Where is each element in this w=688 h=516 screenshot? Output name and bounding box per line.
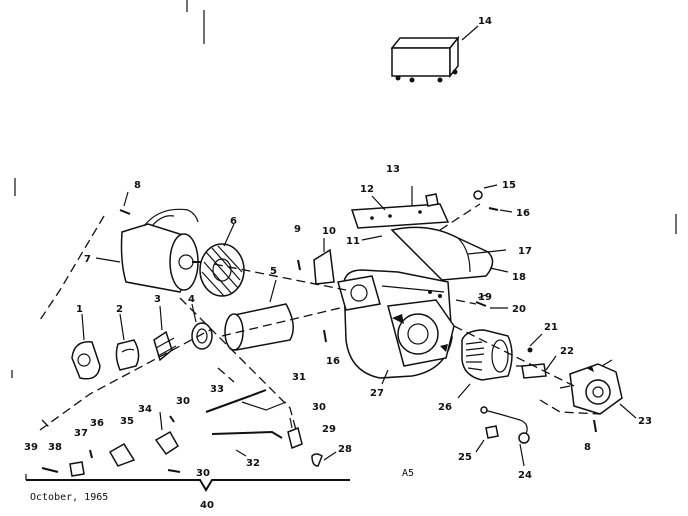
callout-c19: 19 [478, 292, 492, 303]
callout-c32: 32 [246, 458, 260, 469]
callout-c20: 20 [512, 304, 526, 315]
callout-c39: 39 [24, 442, 38, 453]
part-2-sleeve [115, 313, 140, 371]
callout-c13: 13 [386, 164, 400, 175]
scan-edge-mark [11, 0, 677, 378]
callout-c2: 2 [116, 304, 123, 315]
part-12-mounting-plate [350, 186, 450, 241]
footer-date: October, 1965 [30, 492, 108, 503]
callout-c21: 21 [544, 322, 558, 333]
callout-c35: 35 [120, 416, 134, 427]
callout-c25: 25 [458, 452, 472, 463]
callout-c3: 3 [154, 294, 161, 305]
part-40-group-bracket [26, 479, 350, 492]
callout-c27: 27 [370, 388, 384, 399]
part-7-motor [95, 208, 212, 293]
callout-c23: 23 [638, 416, 652, 427]
callout-c30b: 30 [312, 402, 326, 413]
callout-c14: 14 [478, 16, 492, 27]
callout-c1: 1 [76, 304, 83, 315]
callout-c22: 22 [560, 346, 574, 357]
callout-c16b: 16 [326, 356, 340, 367]
part-4-ring [191, 303, 213, 350]
callout-c8a: 8 [134, 180, 141, 191]
part-1-cup [71, 313, 101, 380]
callout-c17: 17 [518, 246, 532, 257]
callout-c33: 33 [210, 384, 224, 395]
part-27-burner-housing [337, 269, 455, 385]
drawing-code-label: A5 [402, 468, 414, 479]
callout-c10: 10 [322, 226, 336, 237]
part-24-25-oil-line [475, 406, 530, 467]
callout-c34: 34 [138, 404, 152, 415]
assembly-dashed-lines [39, 215, 601, 431]
callout-c15: 15 [502, 180, 516, 191]
part-19-20-screw [475, 293, 508, 309]
part-21-22-nozzle [521, 333, 557, 379]
part-5-cylinder [224, 279, 327, 351]
callout-c38: 38 [48, 442, 62, 453]
part-3-fan [153, 305, 177, 362]
part-9-10-bracket [297, 238, 335, 285]
callout-c5: 5 [270, 266, 277, 277]
callout-c4: 4 [188, 294, 195, 305]
callout-c30a: 30 [176, 396, 190, 407]
callout-c16a: 16 [516, 208, 530, 219]
callout-c40: 40 [200, 500, 214, 511]
part-26-drum [457, 329, 513, 399]
part-14-relay-box [390, 25, 479, 83]
callout-c29: 29 [322, 424, 336, 435]
callout-c12: 12 [360, 184, 374, 195]
callout-c9: 9 [294, 224, 301, 235]
callout-c7: 7 [84, 254, 91, 265]
callout-c8b: 8 [584, 442, 591, 453]
part-18-air-tube [390, 226, 509, 281]
linkage-assembly-parts [41, 389, 337, 477]
callout-c36: 36 [90, 418, 104, 429]
callout-c30c: 30 [196, 468, 210, 479]
part-6-blower-wheel [199, 223, 245, 297]
callout-c11: 11 [346, 236, 360, 247]
part-8-screw [119, 191, 131, 215]
part-23-pump [559, 359, 637, 433]
callout-c28: 28 [338, 444, 352, 455]
callout-c18: 18 [512, 272, 526, 283]
callout-c37: 37 [74, 428, 88, 439]
callout-c6: 6 [230, 216, 237, 227]
callout-c26: 26 [438, 402, 452, 413]
part-15-16-screws [439, 184, 513, 231]
callout-c24: 24 [518, 470, 532, 481]
callout-c31: 31 [292, 372, 306, 383]
